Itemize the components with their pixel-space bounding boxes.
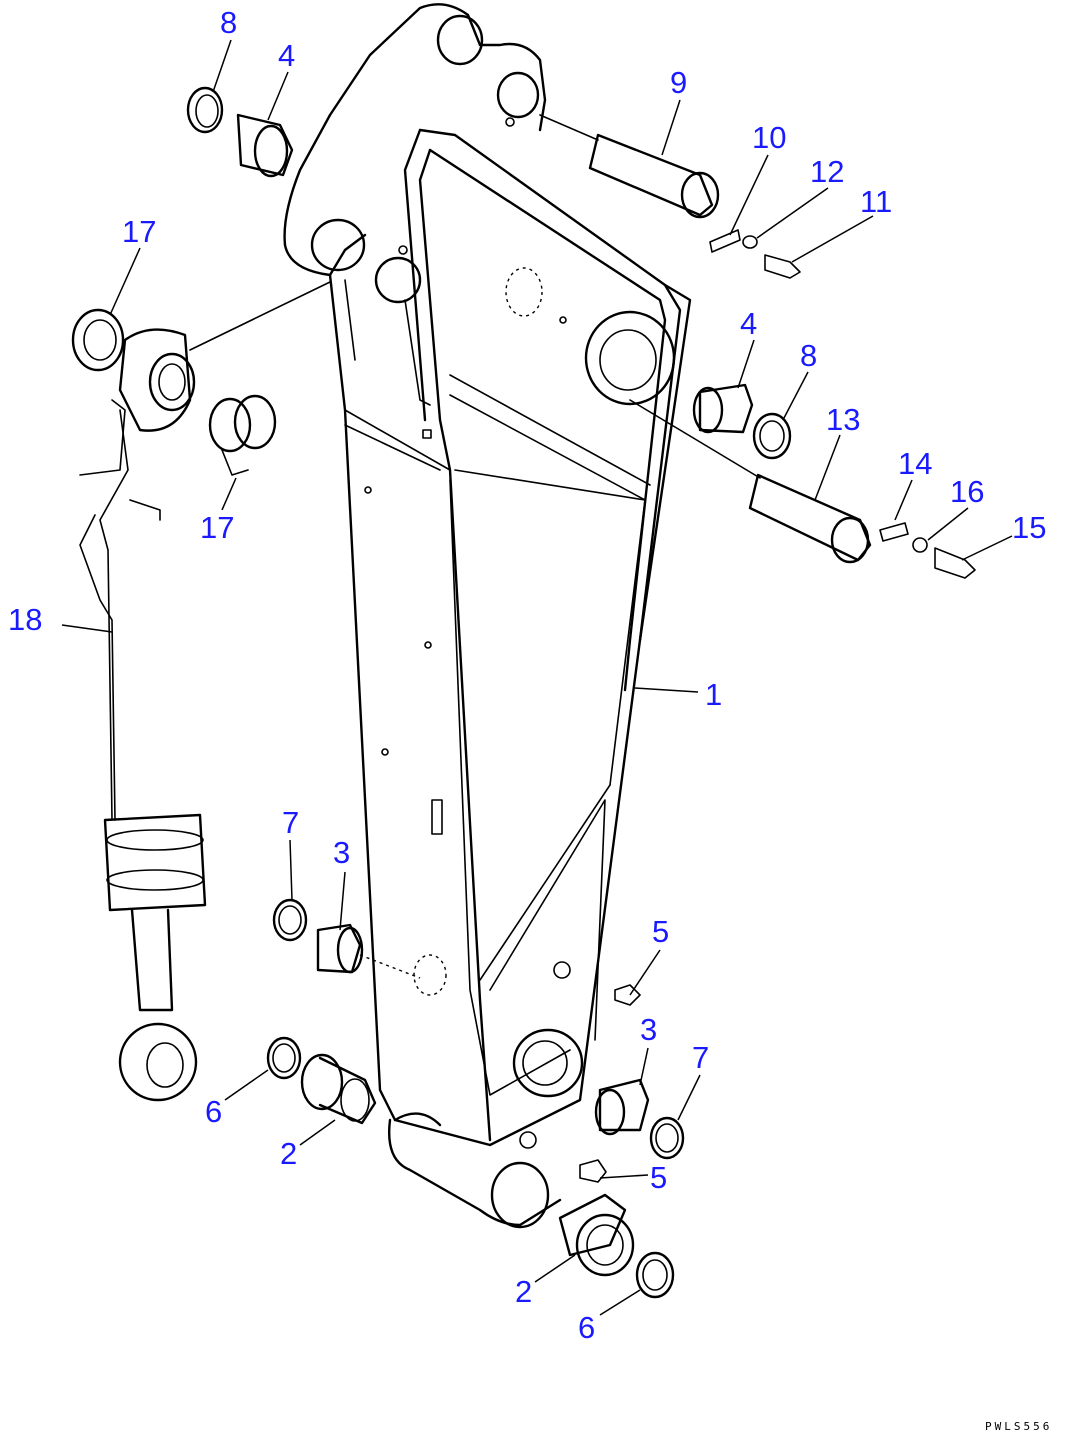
callout-4-top: 4 (278, 38, 295, 73)
drawing-code: PWLS556 (985, 1420, 1052, 1433)
ring-7-left (272, 898, 308, 942)
callout-13: 13 (826, 402, 860, 437)
callout-18: 18 (8, 602, 42, 637)
callout-7-right: 7 (692, 1040, 709, 1075)
cylinder-18 (79, 281, 331, 1102)
callout-2-bottom: 2 (515, 1274, 532, 1309)
bushing-2-left (300, 1053, 377, 1125)
washer-12 (742, 235, 758, 249)
ring-8-right (752, 412, 792, 460)
callout-14: 14 (898, 446, 932, 481)
ring-6-left (266, 1036, 302, 1080)
callout-17-top: 17 (122, 214, 156, 249)
leader-lines (61, 39, 1013, 1316)
bolt-5-top (553, 961, 641, 1006)
callout-5-top: 5 (652, 914, 669, 949)
bolt-15 (934, 547, 976, 579)
callout-10: 10 (752, 120, 786, 155)
plate-14 (879, 522, 909, 542)
callout-numbers: 8 4 9 10 12 11 17 4 8 13 14 16 15 17 18 … (8, 5, 1046, 1345)
callout-3-left: 3 (333, 835, 350, 870)
callout-16: 16 (950, 474, 984, 509)
washer-16 (912, 537, 928, 553)
ring-7-right (649, 1116, 685, 1160)
ring-6-bottom (635, 1251, 675, 1299)
callout-8-top: 8 (220, 5, 237, 40)
callout-15: 15 (1012, 510, 1046, 545)
callout-4-right: 4 (740, 306, 757, 341)
bushing-3-right (594, 1078, 650, 1136)
bolt-5-bottom (519, 1131, 607, 1183)
bushing-4-top (236, 113, 294, 178)
callout-8-right: 8 (800, 338, 817, 373)
bolt-11 (764, 254, 801, 279)
bushing-3-left (316, 923, 421, 979)
pin-13 (629, 399, 872, 564)
bushing-2-bottom (558, 1193, 635, 1277)
callout-5-bottom: 5 (650, 1160, 667, 1195)
callout-9: 9 (670, 65, 687, 100)
callout-11: 11 (860, 184, 892, 219)
callout-7-left: 7 (282, 805, 299, 840)
callout-2-left: 2 (280, 1136, 297, 1171)
callout-6-bottom: 6 (578, 1310, 595, 1345)
plate-10 (709, 229, 741, 253)
callout-1: 1 (705, 677, 722, 712)
bushing-4-right (692, 383, 754, 434)
callout-3-right: 3 (640, 1012, 657, 1047)
shim-17-top (71, 308, 125, 372)
callout-6-left: 6 (205, 1094, 222, 1129)
ring-8-top (186, 86, 224, 134)
pin-9 (539, 114, 720, 219)
callout-12: 12 (810, 154, 844, 189)
shim-17-bottom (208, 394, 277, 476)
callout-17-bottom: 17 (200, 510, 234, 545)
arm-body (283, 3, 692, 1229)
